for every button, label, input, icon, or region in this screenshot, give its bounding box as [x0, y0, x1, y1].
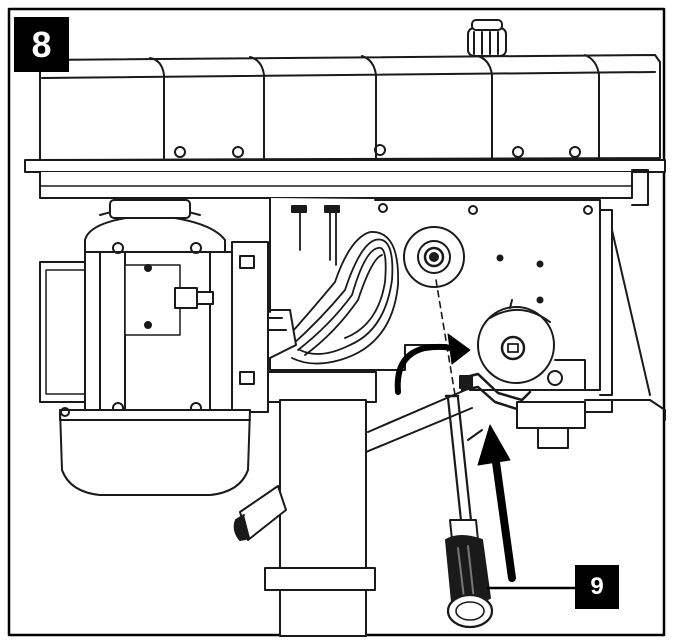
callout-label: 9: [590, 573, 604, 600]
column: [264, 371, 473, 637]
power-cables: [284, 211, 399, 365]
spindle-block: [516, 399, 666, 449]
depth-stop-knob: [403, 226, 465, 288]
rotation-arrow: [394, 333, 471, 395]
lever-tab: [459, 372, 532, 412]
cover-knob: [467, 19, 507, 57]
head-casting: [269, 197, 651, 396]
callout-badge-9: 9: [575, 565, 619, 609]
motor: [39, 199, 269, 496]
step-number-badge: 8: [14, 17, 69, 72]
push-up-arrow: [467, 424, 516, 582]
feed-handle: [233, 485, 287, 541]
screwdriver: [444, 394, 494, 629]
belt-cover: [24, 19, 666, 206]
step-number: 8: [31, 23, 52, 65]
spindle-wheel: [477, 299, 586, 391]
alignment-line: [435, 279, 456, 396]
